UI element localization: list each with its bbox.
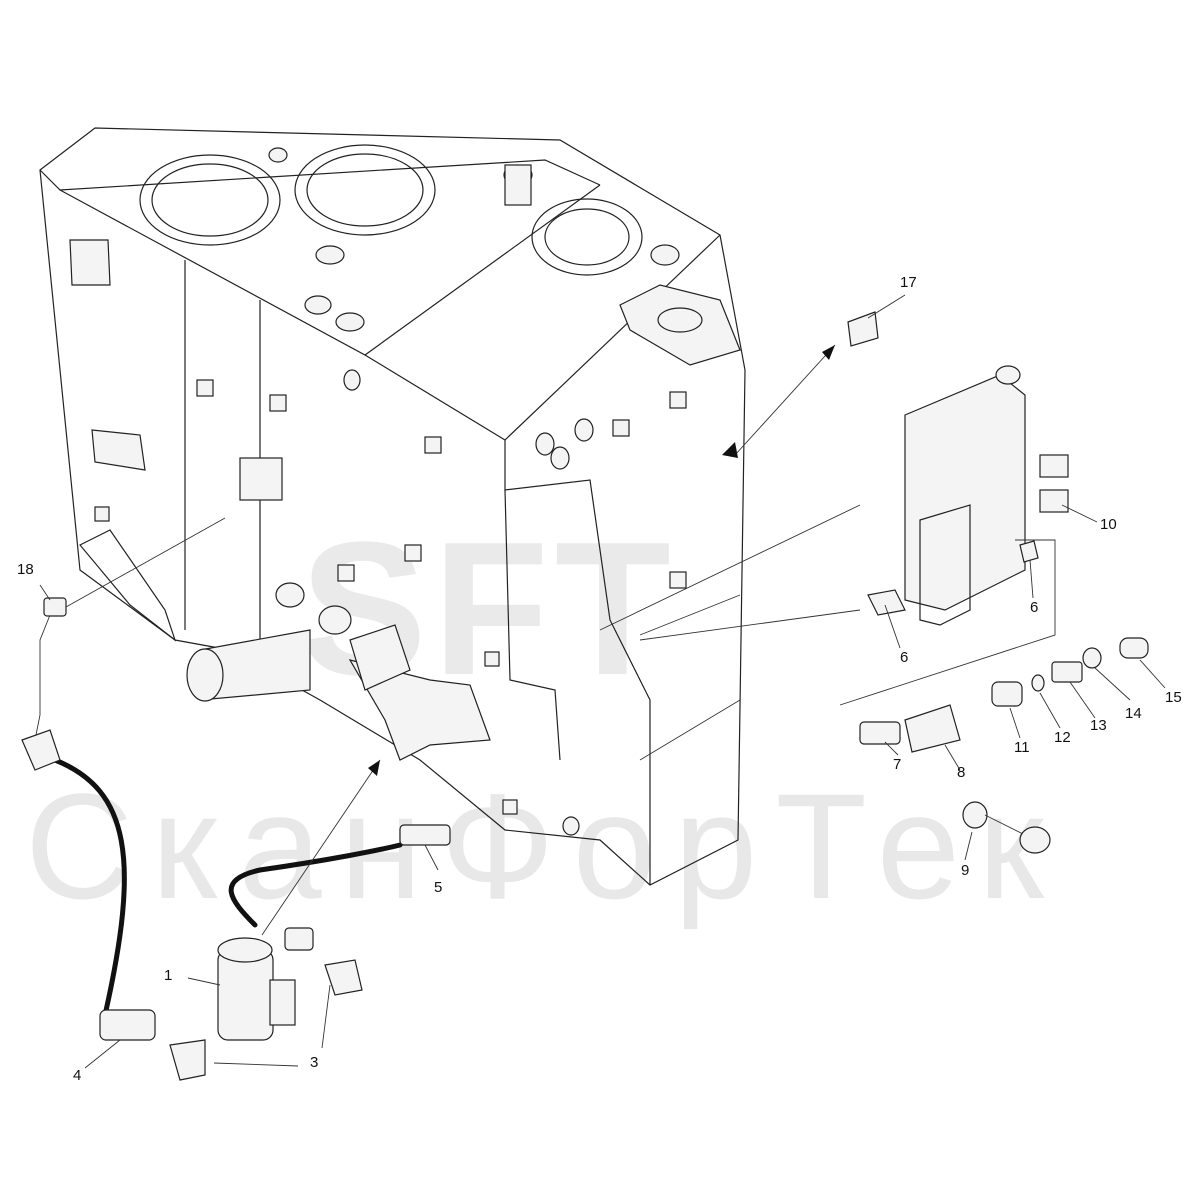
callout-12: 12 xyxy=(1054,729,1071,746)
watermark-company: СканФорТек xyxy=(25,762,1062,930)
callout-4: 4 xyxy=(73,1067,82,1084)
callout-6-right: 6 xyxy=(1030,599,1039,616)
leader-lines xyxy=(39,294,1166,1069)
callout-3: 3 xyxy=(310,1054,319,1071)
callout-18: 18 xyxy=(17,561,34,578)
frame-housing xyxy=(39,127,746,886)
callout-17: 17 xyxy=(900,274,917,291)
callout-6-left: 6 xyxy=(900,649,909,666)
callout-5: 5 xyxy=(434,879,443,896)
callout-10: 10 xyxy=(1100,516,1117,533)
callout-14: 14 xyxy=(1125,705,1142,722)
callout-7: 7 xyxy=(893,756,902,773)
callout-1: 1 xyxy=(164,967,173,984)
callout-13: 13 xyxy=(1090,717,1107,734)
callout-11: 11 xyxy=(1014,739,1030,756)
callout-15: 15 xyxy=(1165,689,1182,706)
callout-8: 8 xyxy=(957,764,966,781)
fittings xyxy=(21,311,1149,1081)
callout-9: 9 xyxy=(961,862,970,879)
hoses xyxy=(34,614,403,1018)
